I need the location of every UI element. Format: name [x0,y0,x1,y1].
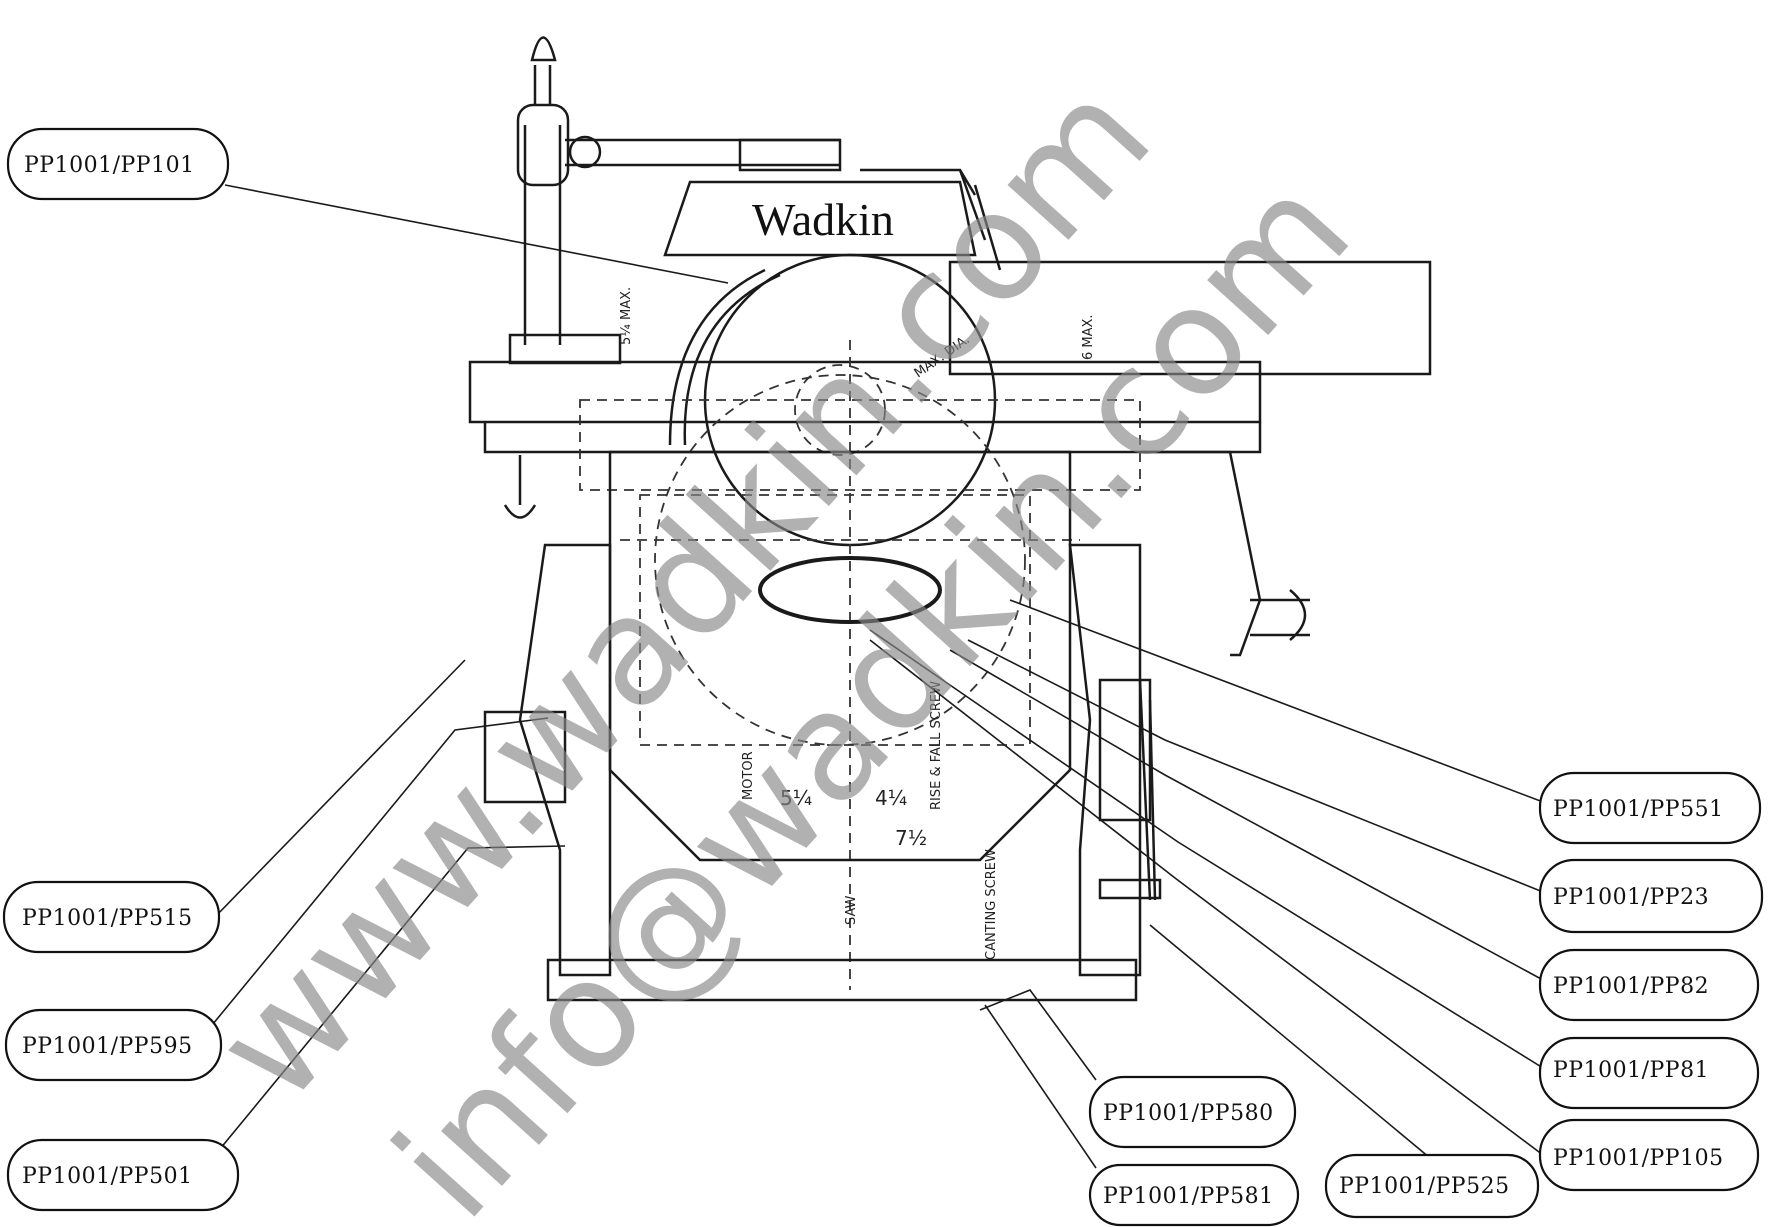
leader-pp581 [984,1004,1097,1169]
base-plate [546,958,1138,1002]
callout-pp595: PP1001/PP595 [4,1008,223,1082]
callout-box [4,1008,223,1082]
callout-box [1088,1163,1300,1227]
dim-canting: CANTING SCREW [984,849,999,960]
callout-pp105: PP1001/PP105 [1538,1118,1760,1192]
dim-rise-fall: RISE & FALL SCREW [929,681,944,810]
callout-pp581: PP1001/PP581 [1088,1163,1300,1227]
callout-label: PP1001/PP101 [24,153,195,178]
overarm-clamp [738,138,842,172]
callout-label: PP1001/PP501 [22,1164,193,1189]
overarm-knob [568,135,602,169]
brand-logo: Wadkin [752,194,894,245]
callout-label: PP1001/PP525 [1339,1174,1510,1199]
leader-pp551 [1009,599,1544,803]
saw-table [468,360,1262,424]
callout-box [1538,948,1760,1022]
guard-arm [860,168,1002,271]
leader-pp580 [979,989,1097,1081]
leader-pp501 [214,845,566,1156]
callout-pp82: PP1001/PP82 [1538,948,1760,1022]
tilt-slide [1138,679,1157,901]
callout-box [6,127,230,201]
callout-box [1324,1153,1540,1219]
motor-outline [639,494,1031,746]
callout-label: PP1001/PP580 [1103,1101,1274,1126]
cabinet-left-leg [518,543,612,977]
leader-pp105 [869,639,1544,1156]
rip-fence [948,260,1432,376]
callout-box [1538,1118,1760,1192]
callout-box [1538,858,1764,934]
leader-lines [207,184,1544,1169]
leader-pp515 [213,659,466,919]
saw-guard [663,180,977,257]
dim-b: 4¼ [875,786,907,810]
callout-label: PP1001/PP581 [1103,1184,1274,1209]
callout-label: PP1001/PP81 [1553,1058,1709,1083]
dim-c: 7½ [895,826,927,850]
callout-box [6,1138,240,1212]
cabinet-opening [758,556,942,624]
callout-box [1088,1075,1297,1149]
pulley-outline [654,374,1026,746]
leader-pp23 [967,639,1544,893]
machine-drawing [468,36,1432,1002]
leader-pp101 [224,184,729,284]
inner-housing [579,399,1141,491]
dim-rise-right: 6 MAX. [1081,314,1096,360]
callout-label: PP1001/PP595 [22,1034,193,1059]
leader-pp525 [1149,924,1431,1159]
column-base [508,333,622,365]
leader-pp595 [207,717,549,1031]
callout-pp580: PP1001/PP580 [1088,1075,1297,1149]
leader-pp81 [869,629,1544,1069]
riving-knife [668,268,781,446]
callout-box [2,880,221,954]
callout-pp551: PP1001/PP551 [1538,771,1762,845]
dim-motor: MOTOR [741,751,756,800]
callout-pp525: PP1001/PP525 [1324,1153,1540,1219]
callout-label: PP1001/PP82 [1553,974,1709,999]
callout-label: PP1001/PP515 [22,906,193,931]
motor-pulley [794,364,886,456]
callout-label: PP1001/PP23 [1553,885,1709,910]
dim-saw: SAW [844,895,859,925]
leader-pp82 [949,649,1544,981]
callout-label: PP1001/PP105 [1553,1146,1724,1171]
left-handwheel [503,455,537,519]
callout-pp81: PP1001/PP81 [1538,1036,1760,1110]
left-box [483,710,567,804]
dim-a: 5¼ [780,786,812,810]
column-head [516,103,570,187]
column-handle [530,36,557,105]
callout-box [1538,771,1762,845]
column [523,125,562,345]
callout-pp101: PP1001/PP101 [6,127,230,201]
callout-label: PP1001/PP551 [1553,797,1724,822]
callout-pp23: PP1001/PP23 [1538,858,1764,934]
callout-box [1538,1036,1760,1110]
tilt-nut [1098,878,1162,900]
right-handle [1250,589,1310,641]
callout-pp515: PP1001/PP515 [2,880,221,954]
callouts: PP1001/PP101 PP1001/PP515 PP1001/PP595 P… [2,127,1764,1227]
overarm-bar [565,138,840,167]
dim-rise-left: 5¼ MAX. [619,287,634,345]
callout-pp501: PP1001/PP501 [6,1138,240,1212]
cabinet-right-leg [1068,543,1142,977]
